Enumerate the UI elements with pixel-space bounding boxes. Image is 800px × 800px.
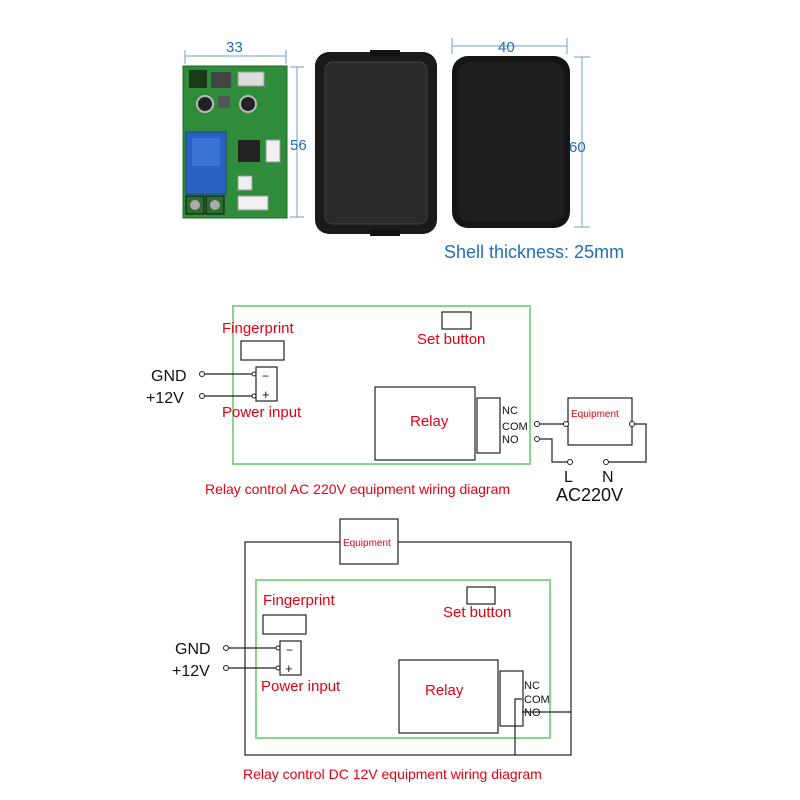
ac-set-button-label: Set button <box>417 331 485 348</box>
ac-equipment-label: Equipment <box>571 409 619 420</box>
shell-thickness-label: Shell thickness: 25mm <box>444 242 624 262</box>
dc-wiring-diagram: Equipment Fingerprint Set button − + GND… <box>172 518 572 782</box>
ac-com-label: COM <box>502 421 528 433</box>
shell-width-label: 40 <box>498 39 515 56</box>
dc-minus-symbol: − <box>286 643 293 657</box>
dc-com-label: COM <box>524 694 550 706</box>
dc-no-label: NO <box>524 707 541 719</box>
dc-gnd-label: GND <box>175 641 211 658</box>
dc-caption: Relay control DC 12V equipment wiring di… <box>243 766 542 782</box>
closed-shell-image <box>452 56 570 228</box>
pcb-board-image <box>182 65 288 219</box>
ac-l-label: L <box>564 469 573 486</box>
shell-height-label: 60 <box>569 139 586 156</box>
dc-nc-label: NC <box>524 680 540 692</box>
ac-nc-label: NC <box>502 405 518 417</box>
ac-minus-symbol: − <box>262 369 269 383</box>
dc-set-button-label: Set button <box>443 604 511 621</box>
board-width-label: 33 <box>226 39 243 56</box>
dc-plus-symbol: + <box>285 661 293 676</box>
ac-no-label: NO <box>502 434 519 446</box>
ac-n-label: N <box>602 469 614 486</box>
ac-caption: Relay control AC 220V equipment wiring d… <box>205 481 510 497</box>
ac-fingerprint-label: Fingerprint <box>222 320 295 337</box>
ac-relay-label: Relay <box>410 413 449 430</box>
ac-12v-label: +12V <box>146 390 184 407</box>
dc-fingerprint-label: Fingerprint <box>263 592 336 609</box>
dc-12v-label: +12V <box>172 663 210 680</box>
ac-220v-label: AC220V <box>556 485 623 505</box>
ac-plus-symbol: + <box>262 387 270 402</box>
dc-relay-label: Relay <box>425 682 464 699</box>
ac-controller-frame <box>232 305 531 465</box>
ac-wiring-diagram: Fingerprint Set button − + GND +12V Powe… <box>146 305 647 505</box>
dc-equipment-label: Equipment <box>343 538 391 549</box>
ac-power-input-label: Power input <box>222 404 302 421</box>
dc-controller-frame <box>255 579 551 739</box>
open-shell-image <box>315 50 437 236</box>
board-height-label: 56 <box>290 137 307 154</box>
ac-gnd-label: GND <box>151 368 187 385</box>
dc-power-input-label: Power input <box>261 678 341 695</box>
